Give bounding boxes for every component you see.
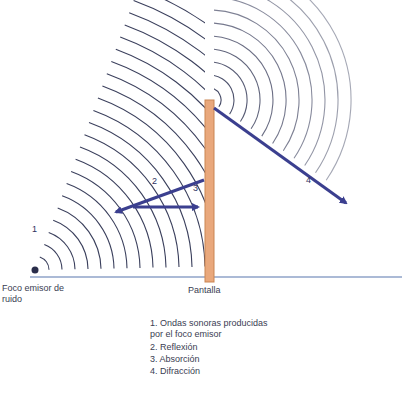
sound-waves — [40, 0, 205, 270]
wave-arc — [214, 0, 325, 166]
callout-number: 3 — [193, 183, 198, 194]
wave-arc — [214, 36, 273, 136]
wave-arc — [116, 49, 205, 265]
diffracted-waves — [214, 0, 351, 180]
absorption-arrow — [133, 206, 198, 209]
wave-arc — [134, 1, 205, 265]
legend-item: 4. Difracción — [150, 366, 200, 377]
wave-arc — [120, 37, 205, 265]
wave-arc — [214, 23, 286, 144]
wave-arc — [102, 86, 205, 266]
ground-line — [30, 276, 402, 278]
wave-arc — [44, 245, 62, 270]
wave-arc — [98, 98, 205, 266]
wave-arc — [62, 196, 114, 269]
noise-source — [32, 267, 39, 274]
wave-arc — [49, 232, 75, 269]
wave-arc — [214, 75, 234, 114]
legend-item: 3. Absorción — [150, 354, 200, 365]
callout-number: 4 — [306, 175, 311, 186]
wave-arc — [67, 184, 127, 269]
callout-number: 2 — [152, 176, 157, 187]
wave-arc — [40, 257, 49, 270]
source-label: Foco emisor de ruido — [2, 283, 77, 305]
wave-arc — [93, 110, 205, 266]
wave-arc — [214, 0, 312, 158]
wave-arc — [138, 0, 205, 264]
wave-arc — [111, 62, 205, 266]
wave-arc — [125, 25, 205, 265]
wave-arc — [214, 88, 221, 107]
callout-number: 1 — [32, 224, 37, 235]
wave-arc — [58, 208, 101, 269]
legend-item: 2. Reflexión — [150, 342, 198, 353]
wave-arc — [89, 123, 192, 267]
wave-arc — [76, 159, 153, 267]
wave-arc — [214, 49, 260, 129]
wave-arc — [214, 0, 338, 173]
legend-item: 1. Ondas sonoras producidas por el foco … — [150, 318, 280, 340]
screen-barrier — [205, 100, 214, 282]
wave-arc — [107, 74, 205, 266]
wave-arc — [85, 135, 180, 267]
diffraction-arrow — [214, 108, 346, 203]
reflection-arrow — [116, 180, 204, 212]
wave-arc — [71, 171, 140, 268]
screen-label: Pantalla — [188, 285, 221, 296]
wave-arc — [129, 13, 205, 265]
wave-arc — [53, 220, 88, 269]
wave-arc — [214, 0, 351, 180]
